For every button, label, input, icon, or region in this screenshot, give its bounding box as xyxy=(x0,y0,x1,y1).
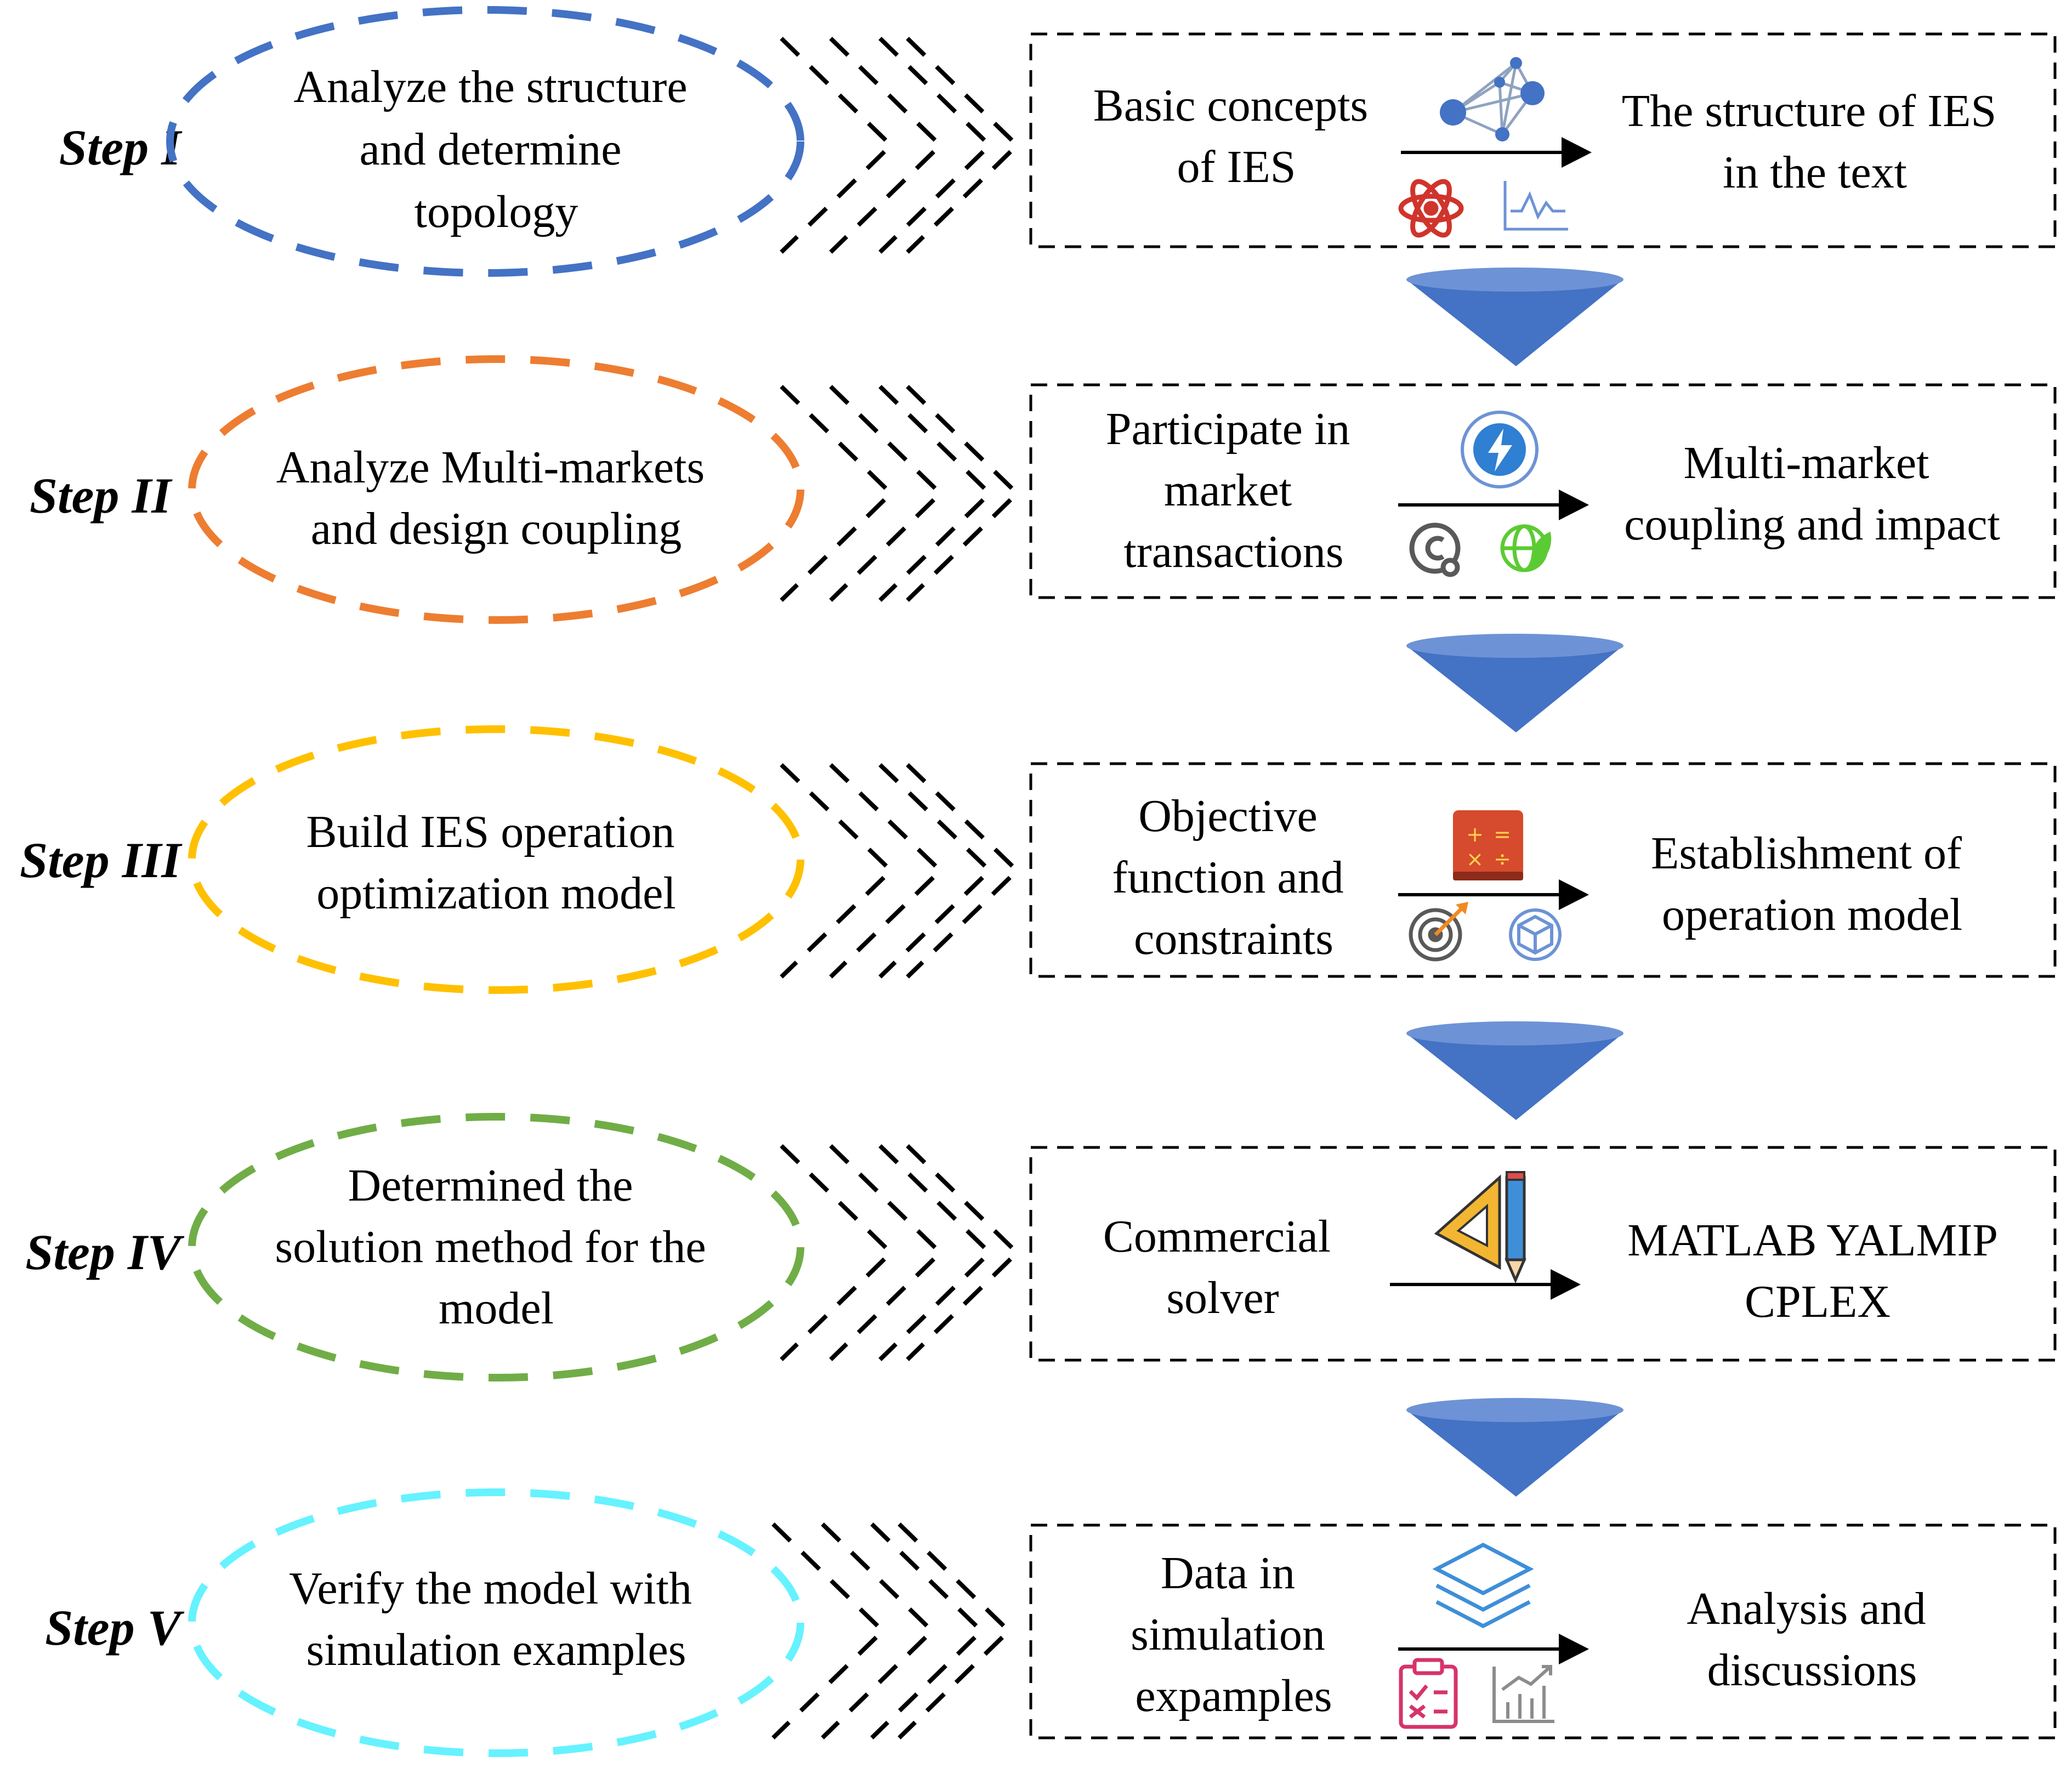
layers-icon xyxy=(1432,1543,1534,1628)
ruler-pencil-icon xyxy=(1434,1171,1526,1284)
process-box xyxy=(1029,32,2057,248)
ellipse-text: Analyze Multi-markets and design couplin… xyxy=(276,442,716,554)
step-label: Step I xyxy=(59,120,183,175)
step-ellipse xyxy=(166,6,804,277)
right-arrow xyxy=(1398,1634,1589,1664)
down-funnel xyxy=(1406,1021,1623,1120)
right-arrow xyxy=(1398,490,1589,520)
ellipse-text: Analyze the structure and determine topo… xyxy=(293,61,699,237)
right-arrow xyxy=(1398,879,1589,910)
chevron-arrows xyxy=(771,1522,1012,1739)
cube-icon xyxy=(1509,908,1562,961)
process-box xyxy=(1029,1523,2057,1739)
step-3: Step III Build IES operation optimizatio… xyxy=(20,725,2057,994)
target-icon xyxy=(1409,902,1468,962)
process-box xyxy=(1029,762,2057,978)
step-label: Step IV xyxy=(25,1224,184,1280)
step-label: Step II xyxy=(30,468,173,524)
step-2: Step II Analyze Multi-markets and design… xyxy=(30,355,2057,624)
down-funnel xyxy=(1406,1398,1623,1497)
chevron-arrows xyxy=(780,385,1020,602)
box-right-text: MATLAB YALMIP CPLEX xyxy=(1627,1215,2008,1327)
step-ellipse xyxy=(188,1488,804,1757)
step-ellipse xyxy=(188,725,804,994)
carbon-icon xyxy=(1409,522,1461,577)
step-ellipse xyxy=(188,1113,804,1382)
step-1: Step I Analyze the structure and determi… xyxy=(59,6,2057,277)
ellipse-text: Build IES operation optimization model xyxy=(306,806,686,919)
svg-text:÷: ÷ xyxy=(1494,847,1511,871)
green-globe-icon xyxy=(1500,524,1552,572)
box-right-text: Multi-market coupling and impact xyxy=(1624,437,2000,550)
right-arrow xyxy=(1401,137,1592,168)
box-left-text: Objective function and constraints xyxy=(1112,791,1355,964)
down-funnel xyxy=(1406,634,1623,732)
step-ellipse xyxy=(188,355,804,624)
svg-text:=: = xyxy=(1494,822,1511,846)
chevron-arrows xyxy=(780,763,1020,979)
step-label: Step III xyxy=(20,832,183,888)
step-label: Step V xyxy=(45,1600,185,1656)
box-right-text: The structure of IES in the text xyxy=(1622,86,2008,198)
box-left-text: Data in simulation expamples xyxy=(1131,1548,1337,1721)
line-chart-icon xyxy=(1503,181,1568,231)
bar-chart-icon xyxy=(1492,1665,1554,1723)
process-box xyxy=(1029,1146,2057,1362)
network-icon xyxy=(1440,57,1545,141)
svg-text:×: × xyxy=(1466,847,1484,871)
box-right-text: Analysis and discussions xyxy=(1687,1583,1937,1696)
box-left-text: Participate in market transactions xyxy=(1106,403,1362,577)
atom-icon xyxy=(1398,179,1464,238)
chevron-arrows xyxy=(780,1144,1020,1361)
calculator-icon: + = × ÷ xyxy=(1453,810,1523,880)
svg-text:+: + xyxy=(1466,822,1484,846)
ellipse-text: Determined the solution method for the m… xyxy=(275,1160,717,1334)
chevron-arrows xyxy=(780,37,1020,254)
box-left-text: Commercial solver xyxy=(1103,1211,1342,1323)
ellipse-text: Verify the model with simulation example… xyxy=(289,1563,703,1675)
step-5: Step V Verify the model with simulation … xyxy=(45,1488,2057,1757)
down-funnel xyxy=(1406,268,1623,366)
box-right-text: Establishment of operation model xyxy=(1651,828,1973,940)
right-arrow xyxy=(1390,1269,1581,1300)
energy-bolt-icon xyxy=(1461,411,1539,488)
process-box xyxy=(1029,383,2057,599)
checklist-icon xyxy=(1399,1658,1458,1729)
step-4: Step IV Determined the solution method f… xyxy=(25,1113,2057,1382)
box-left-text: Basic concepts of IES xyxy=(1093,80,1380,192)
